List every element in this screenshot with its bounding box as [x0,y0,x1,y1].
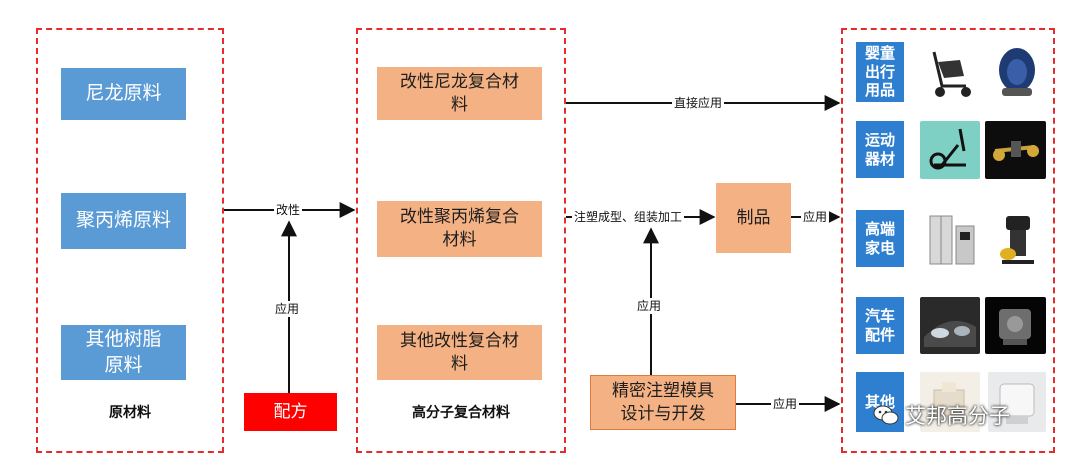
composite-polypropylene-box: 改性聚丙烯复合 材料 [377,201,542,257]
category-baby-travel: 婴童 出行 用品 [856,42,904,102]
composites-caption: 高分子复合材料 [412,405,510,421]
mold-design-box: 精密注塑模具 设计与开发 [590,375,736,430]
composites-frame [356,28,566,453]
wechat-icon [873,404,899,426]
raw-other-resin-box: 其他树脂 原料 [61,325,186,380]
raw-nylon-box: 尼龙原料 [61,68,186,120]
formula-box: 配方 [244,393,337,431]
raw-materials-caption: 原材料 [109,405,151,421]
category-appliances: 高端 家电 [856,210,904,267]
elliptical-trainer-image [920,121,980,179]
category-auto-parts: 汽车 配件 [856,297,904,354]
category-sports-equipment: 运动 器材 [856,121,904,178]
watermark-text: 艾邦高分子 [905,404,1010,428]
composite-other-box: 其他改性复合材 料 [377,325,542,380]
raw-polypropylene-box: 聚丙烯原料 [61,193,186,249]
exercise-equipment-image [985,121,1046,179]
applications-frame [841,28,1055,453]
watermark: 艾邦高分子 [873,400,1010,430]
coffee-machine-image [988,210,1046,268]
child-seat-image [988,42,1046,102]
label-direct-application: 直接应用 [672,95,725,111]
stroller-image [920,42,980,102]
refrigerator-image [920,210,980,268]
engine-part-image [985,297,1046,354]
label-apply-mold-up: 应用 [635,298,664,314]
label-molding-assembly: 注塑成型、组装加工 [572,209,685,225]
composite-nylon-box: 改性尼龙复合材 料 [377,67,542,120]
label-apply-formula: 应用 [273,301,302,317]
other-product-image [920,372,980,432]
other-product-image-2 [988,372,1046,432]
label-modify: 改性 [274,202,303,218]
label-apply-mold-right: 应用 [771,396,800,412]
product-box: 制品 [716,183,791,253]
raw-materials-frame [36,28,224,453]
car-headlight-image [920,297,980,354]
label-apply-product: 应用 [801,209,830,225]
